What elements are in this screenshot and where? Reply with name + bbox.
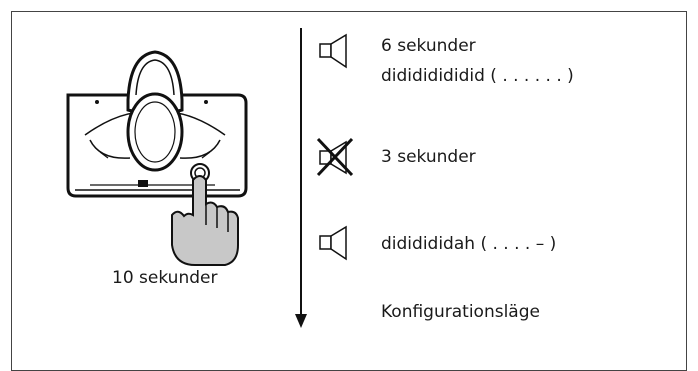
speaker-muted-icon: [316, 137, 354, 177]
step-1-duration: 6 sekunder: [381, 36, 476, 56]
timeline-arrow: [295, 28, 307, 328]
step-2-duration: 3 sekunder: [381, 147, 476, 167]
speaker-icon: [319, 225, 347, 261]
speaker-icon: [319, 33, 347, 69]
step-3-pattern: dididididah ( . . . . – ): [381, 234, 557, 254]
press-duration-caption: 10 sekunder: [112, 268, 218, 288]
step-1-pattern: didididididid ( . . . . . . ): [381, 66, 574, 86]
alarm-device-illustration: [66, 50, 248, 266]
step-4-mode: Konfigurationsläge: [381, 302, 540, 322]
